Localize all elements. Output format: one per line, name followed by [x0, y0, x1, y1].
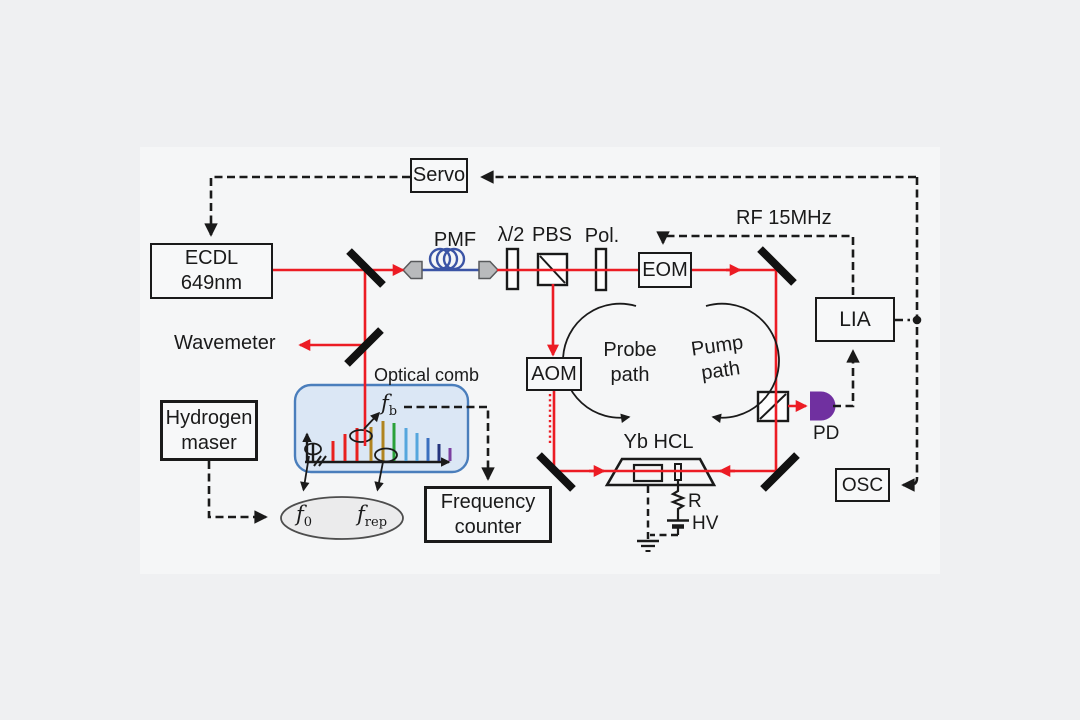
servo-to-ecdl-line: [204, 175, 410, 237]
mirror-icon: [536, 452, 576, 492]
cathode-icon: [632, 463, 664, 483]
to-osc-line: [901, 177, 919, 492]
half-wave-plate-label: λ/2: [497, 224, 525, 246]
resistor-icon: [670, 481, 686, 520]
hydrogen-maser-box: Hydrogen maser: [160, 400, 258, 461]
comb-teeth: [331, 421, 452, 461]
electronic-connections: [204, 170, 919, 524]
mirror-icon: [346, 248, 386, 288]
pd-to-lia-line: [833, 349, 860, 408]
fb-to-counter-line: [404, 405, 495, 481]
mirror-icon: [760, 452, 800, 492]
f0-label: f0: [296, 502, 313, 531]
comb-spectrum: [302, 421, 452, 467]
pbs-label: PBS: [532, 224, 573, 246]
hv-label: HV: [692, 513, 719, 534]
maser-reference-line: [207, 461, 268, 524]
fiber-coupler-icon: [478, 260, 500, 280]
pump-path-arc: [705, 302, 780, 423]
rf-label: RF 15MHz: [736, 207, 832, 229]
eom-box: EOM: [638, 252, 692, 288]
fiber-coupler-icon: [401, 260, 423, 280]
frequency-ellipse: [280, 496, 404, 540]
lia-box: LIA: [815, 297, 895, 342]
ecdl-box: ECDL 649nm: [150, 243, 273, 299]
optical-comb-label: Optical comb: [374, 365, 480, 385]
mirror-icon: [757, 246, 797, 286]
frep-tooth-ellipse: [374, 447, 398, 463]
fiber-and-couplers: [401, 247, 500, 280]
yb-hcl-label: Yb HCL: [623, 431, 694, 453]
fb-pointer-arrow: [363, 411, 381, 430]
mirror-icon: [344, 327, 384, 367]
aom-box: AOM: [526, 357, 582, 391]
f0-tooth-ellipse: [304, 442, 322, 456]
axis-break-icon: [313, 455, 327, 467]
laser-beams: [273, 264, 808, 477]
rf-line: [656, 231, 855, 295]
junction-dot: [912, 315, 922, 325]
servo-box: Servo: [410, 158, 468, 193]
fiber-coil-icon: [428, 247, 466, 271]
osc-box: OSC: [835, 468, 890, 502]
wavemeter-label: Wavemeter: [174, 332, 276, 354]
ground-icon: [637, 539, 659, 552]
f0-arrow: [300, 455, 310, 492]
photodiode-icon: [810, 391, 836, 421]
frep-arrow: [374, 461, 384, 492]
pump-path-label: Pump path: [689, 331, 745, 385]
resistor-label: R: [688, 491, 702, 512]
lamp-circuit: [637, 481, 689, 552]
pd-label: PD: [813, 423, 840, 444]
fb-label: fb: [381, 391, 398, 420]
frep-label: frep: [357, 502, 388, 531]
beat-tooth-ellipse: [349, 429, 373, 443]
mirrors: [344, 246, 800, 492]
frequency-counter-box: Frequency counter: [424, 486, 552, 543]
probe-path-label: Probe path: [603, 339, 657, 386]
polarizer-label: Pol.: [584, 225, 620, 247]
detection-beamsplitter-cube: [756, 390, 790, 423]
pmf-label: PMF: [433, 229, 477, 251]
